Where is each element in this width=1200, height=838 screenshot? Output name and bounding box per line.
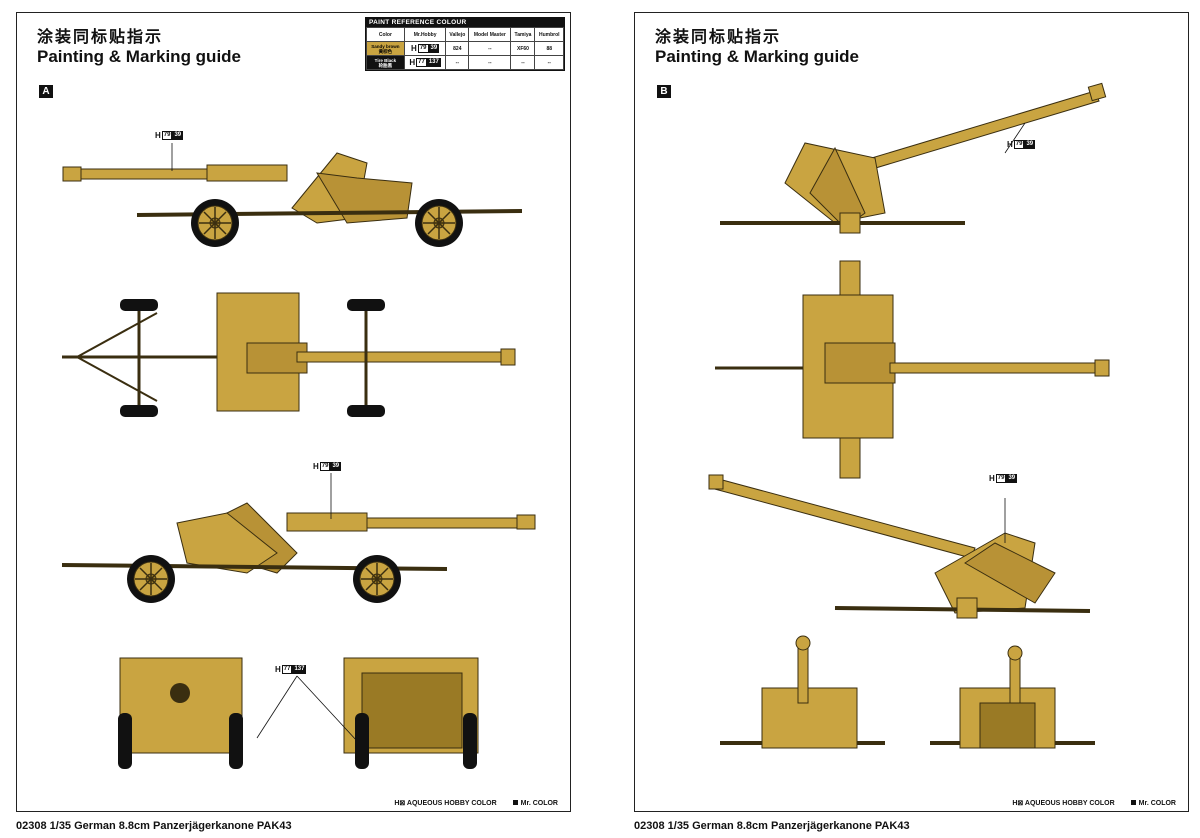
gun-drawings-a [61, 143, 536, 769]
sheet-b: 涂装同标贴指示 Painting & Marking guide B [634, 12, 1189, 812]
mr-color-legend: Mr. COLOR [1130, 800, 1176, 807]
color-swatch-sand: Sandy brown 黄棕色 [366, 41, 405, 56]
front-view-cross [720, 635, 885, 749]
paint-table-title: PAINT REFERENCE COLOUR [366, 18, 564, 27]
rear-view [343, 657, 479, 769]
color-legend: H⊠ AQUEOUS HOBBY COLOR Mr. COLOR [1012, 799, 1176, 808]
title-english: Painting & Marking guide [37, 47, 242, 66]
color-swatch-black: Tire Black 轮胎黑 [366, 55, 405, 70]
square-icon [1130, 800, 1136, 806]
footer-product-title: 02308 1/35 German 8.8cm Panzerjägerkanon… [16, 820, 292, 832]
footer-product-title: 02308 1/35 German 8.8cm Panzerjägerkanon… [634, 820, 910, 832]
top-view [62, 292, 516, 417]
title-chinese: 涂装同标贴指示 [37, 27, 164, 46]
aqueous-legend: H⊠ AQUEOUS HOBBY COLOR [1012, 800, 1115, 807]
color-legend: H⊠ AQUEOUS HOBBY COLOR Mr. COLOR [394, 799, 558, 808]
title-chinese: 涂装同标贴指示 [655, 27, 782, 46]
title-english: Painting & Marking guide [655, 47, 860, 66]
gun-drawings-b [708, 82, 1110, 749]
front-view [118, 657, 243, 769]
aqueous-legend: H⊠ AQUEOUS HOBBY COLOR [394, 800, 497, 807]
scheme-marker-a: A [39, 85, 53, 98]
top-view-cross [715, 260, 1110, 479]
side-view-left [62, 152, 523, 248]
mr-color-legend: Mr. COLOR [512, 800, 558, 807]
col-humbrol: Humbrol [534, 27, 564, 42]
square-icon [512, 800, 518, 806]
side-view-firing-left [708, 474, 1091, 619]
side-view-firing-right [720, 82, 1107, 234]
rear-view-cross [930, 645, 1095, 749]
paint-reference-table: PAINT REFERENCE COLOUR Color Mr.Hobby Va… [365, 17, 565, 71]
scheme-marker-b: B [657, 85, 671, 98]
sheet-a: 涂装同标贴指示 Painting & Marking guide A PAINT… [16, 12, 571, 812]
side-view-right [61, 502, 536, 604]
